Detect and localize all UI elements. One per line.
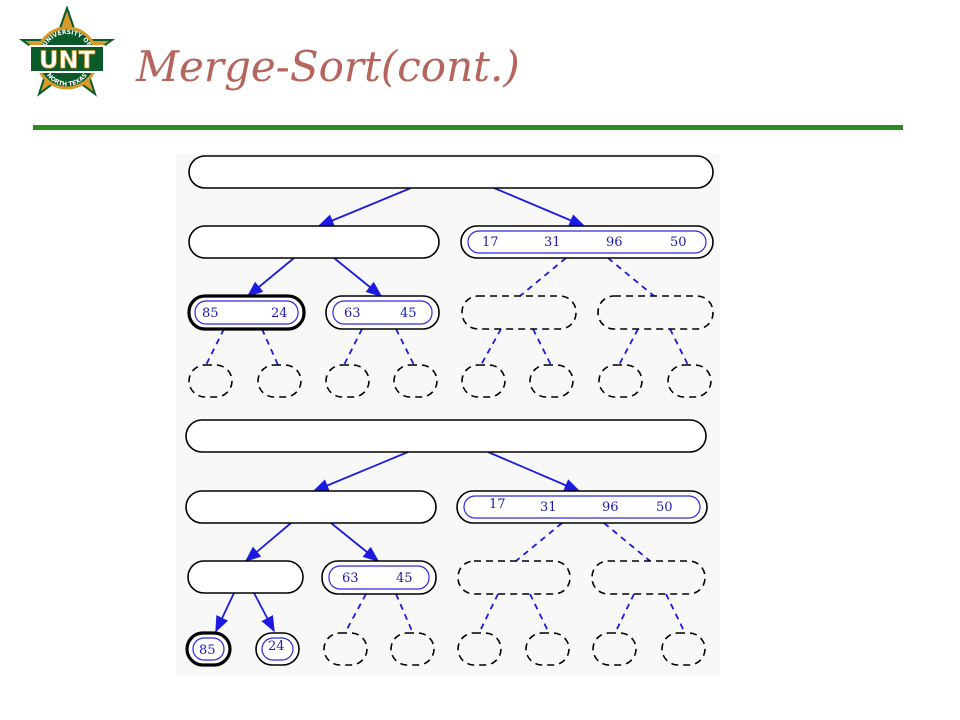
- top-l2-left-val-1: 24: [271, 306, 288, 321]
- top-l2-left-val-0: 85: [202, 306, 219, 321]
- bot-l2-r2-node: [591, 560, 706, 595]
- top-edge-m2-a: [343, 328, 363, 366]
- top-edge-r1-b: [607, 257, 655, 297]
- top-edge-r3-b: [669, 328, 689, 366]
- bot-edge-root-right: [487, 451, 581, 492]
- top-leaf-5: [461, 364, 506, 398]
- bot-leaf-b-node: [255, 632, 300, 666]
- bot-l2-left-node: [187, 560, 304, 594]
- bot-l1-left-node: [185, 490, 437, 524]
- bot-edge-l2-b: [253, 592, 275, 633]
- top-root-node: [188, 155, 714, 189]
- top-edge-r2-b: [532, 328, 552, 366]
- unt-logo: UNIVERSITY OF NORTH TEXAS UNT: [18, 6, 116, 97]
- top-leaf-1: [188, 364, 233, 398]
- top-edge-r3-a: [618, 328, 639, 366]
- bot-edge-r1-b: [603, 522, 651, 562]
- bot-root-node: [185, 419, 707, 453]
- top-leaf-7: [598, 364, 643, 398]
- bot-leaf-b-inner: [261, 637, 294, 661]
- top-l1-right-val-2: 96: [606, 235, 623, 250]
- top-l2-mid-val-1: 45: [400, 306, 417, 321]
- top-leaf-4: [393, 364, 438, 398]
- bot-leaf-7: [592, 632, 637, 666]
- top-l2-mid-inner: [332, 300, 433, 325]
- top-l2-r1-node: [461, 295, 577, 330]
- top-leaf-3: [325, 364, 370, 398]
- top-l1-right-node: [460, 225, 714, 259]
- bot-l1-right-val-1: 31: [540, 500, 557, 515]
- top-l1-right-inner: [467, 230, 707, 254]
- top-leaf-2: [257, 364, 302, 398]
- top-edge-l1-mid: [333, 257, 383, 298]
- bot-leaf-a-node: [185, 631, 232, 667]
- bot-leaf-a-inner: [192, 637, 225, 661]
- bot-edge-l2-a: [215, 592, 235, 633]
- top-leaf-8: [667, 364, 712, 398]
- top-edge-root-left: [317, 187, 412, 227]
- top-l2-r2-node: [597, 295, 714, 330]
- bot-l1-right-node: [456, 490, 708, 524]
- bot-edge-r2-b: [529, 593, 549, 632]
- bot-edge-r3-b: [665, 593, 685, 632]
- top-edge-l2-b: [261, 328, 279, 366]
- merge-sort-tree-diagram: 17 31 96 50 85 24 63 45: [185, 155, 714, 667]
- bot-edge-r3-a: [615, 593, 635, 632]
- bot-edge-l1-left: [244, 522, 292, 563]
- bot-leaf-6: [525, 632, 570, 666]
- bot-l2-mid-val-0: 63: [342, 571, 359, 586]
- bot-leaf-3: [323, 632, 368, 666]
- bot-l1-right-val-0: 17: [489, 497, 506, 512]
- bottom-panel: 17 31 96 50 63 45 85 24: [185, 419, 708, 667]
- top-panel: 17 31 96 50 85 24 63 45: [187, 155, 714, 398]
- top-l2-mid-node: [325, 295, 440, 330]
- bot-l2-mid-inner: [328, 565, 430, 590]
- bot-l2-r1-node: [457, 560, 571, 595]
- bot-edge-r2-a: [479, 593, 499, 632]
- top-edge-l1-left: [246, 257, 295, 298]
- top-l1-right-val-3: 50: [670, 235, 687, 250]
- bot-leaf-4: [390, 632, 435, 666]
- bot-l1-right-inner: [463, 495, 701, 519]
- top-edge-root-right: [493, 187, 586, 227]
- bot-edge-m2-a: [345, 593, 367, 632]
- title-underline: [33, 125, 903, 130]
- logo-text-band: [29, 45, 105, 73]
- bot-edge-root-left: [312, 451, 409, 492]
- bot-leaf-a-val: 85: [199, 643, 216, 658]
- bot-leaf-b-val: 24: [268, 639, 285, 654]
- top-l2-mid-val-0: 63: [344, 306, 361, 321]
- bot-l1-right-val-3: 50: [656, 500, 673, 515]
- top-leaf-6: [529, 364, 574, 398]
- bot-leaf-8: [661, 632, 706, 666]
- merge-sort-figure: 17 31 96 50 85 24 63 45: [176, 153, 720, 676]
- top-edge-r1-a: [519, 257, 567, 297]
- bot-l2-mid-val-1: 45: [396, 571, 413, 586]
- top-l1-right-val-0: 17: [482, 235, 499, 250]
- top-l2-left-inner: [194, 300, 299, 325]
- slide-title: Merge-Sort(cont.): [136, 42, 520, 91]
- bot-l1-right-val-2: 96: [602, 500, 619, 515]
- bot-edge-l1-mid: [330, 522, 380, 563]
- top-edge-r2-a: [480, 328, 502, 366]
- top-edge-l2-a: [205, 328, 225, 366]
- bot-edge-m2-b: [395, 593, 413, 632]
- top-edge-m2-b: [395, 328, 415, 366]
- top-l1-right-val-1: 31: [544, 235, 561, 250]
- bot-leaf-5: [457, 632, 502, 666]
- bot-l2-mid-node: [321, 560, 437, 595]
- top-l1-left-node: [188, 225, 440, 259]
- bot-edge-r1-a: [515, 522, 563, 562]
- logo-text: UNT: [39, 46, 96, 74]
- top-l2-left-node: [187, 294, 306, 331]
